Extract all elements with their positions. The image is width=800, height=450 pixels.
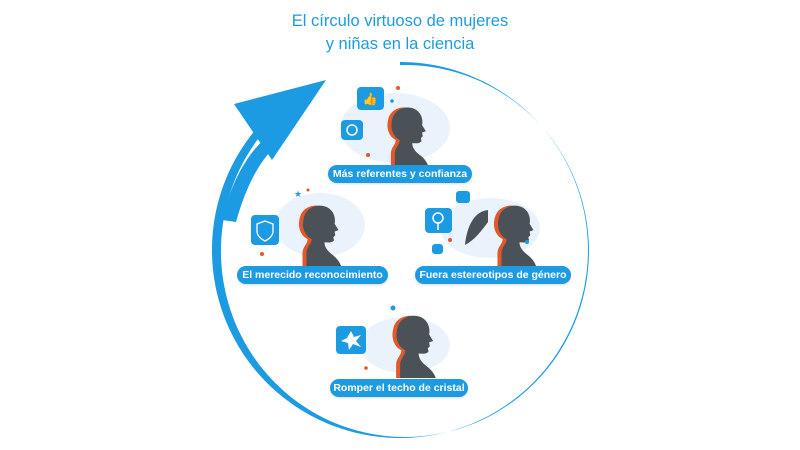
svg-text:👍: 👍 — [363, 92, 378, 106]
stage-illustration-3 — [425, 191, 540, 266]
equals-icon — [432, 244, 443, 254]
stage-illustration-1: 👍 — [340, 86, 450, 166]
diagram-title: El círculo virtuoso de mujeres y niñas e… — [0, 10, 800, 56]
network-icon — [341, 120, 363, 140]
stage-label-1: Más referentes y confianza — [328, 165, 472, 183]
thumbs-up-icon — [357, 87, 384, 110]
equals-icon — [456, 191, 470, 203]
stage-label-3: Fuera estereotipos de género — [415, 266, 571, 284]
gender-equality-icon — [425, 208, 452, 233]
shield-check-icon — [251, 215, 279, 245]
title-line-1: El círculo virtuoso de mujeres — [291, 12, 509, 30]
stage-label-2: El merecido reconocimiento — [237, 266, 388, 284]
title-line-2: y niñas en la ciencia — [325, 35, 475, 53]
cycle-arrowhead — [234, 80, 326, 160]
stage-illustration-2: ★ — [251, 188, 365, 266]
svg-text:★: ★ — [294, 189, 302, 199]
stage-illustration-4 — [336, 305, 450, 378]
stage-label-4: Romper el techo de cristal — [330, 379, 468, 397]
